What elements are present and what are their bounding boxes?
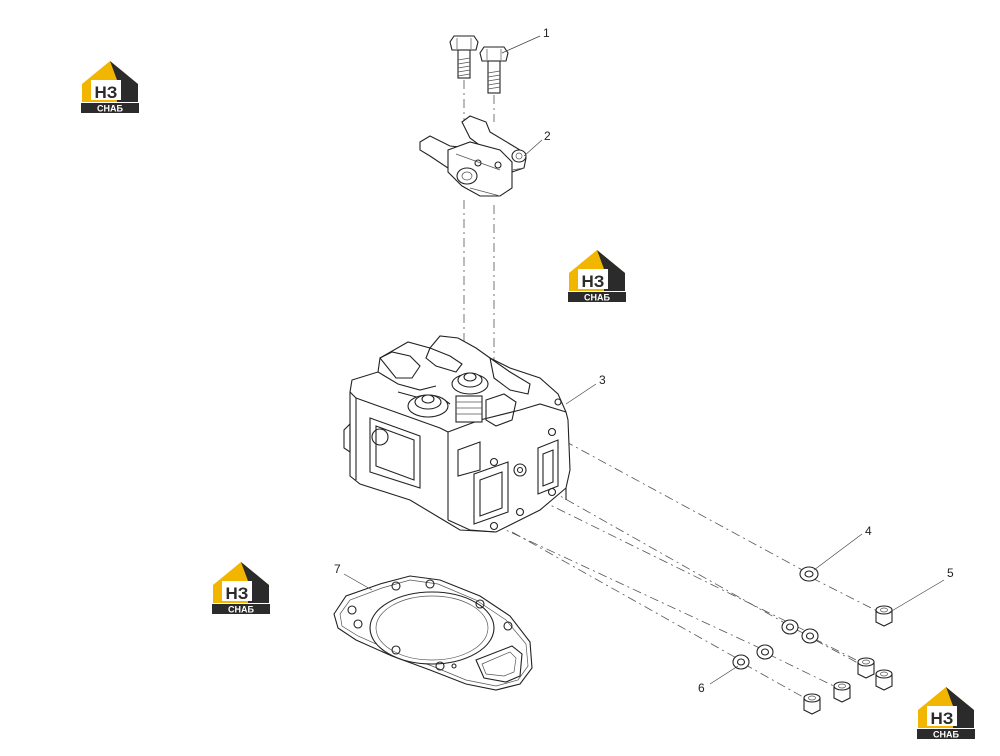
assembly-axis-lines (463, 80, 885, 703)
callout-6: 6 (698, 681, 705, 695)
callout-5: 5 (947, 566, 954, 580)
logo-caption: СНАБ (584, 293, 610, 303)
cylinder-head (343, 335, 571, 533)
logo-caption: СНАБ (97, 104, 123, 114)
logo-caption: СНАБ (228, 605, 254, 615)
logo-caption: СНАБ (933, 730, 959, 740)
nut-part-5 (803, 605, 893, 715)
callout-leaders (343, 35, 945, 685)
house-logo-icon: НЗ СНАБ (210, 559, 272, 615)
bolt-left (449, 35, 479, 79)
washer-part-4 (781, 566, 819, 644)
logo-letters: НЗ (226, 584, 249, 603)
house-logo-icon: НЗ СНАБ (79, 58, 141, 114)
callout-7: 7 (334, 562, 341, 576)
callout-3: 3 (599, 373, 606, 387)
rocker-arm-assembly (419, 115, 527, 197)
cylinder-head-gasket (333, 575, 533, 691)
logo-letters: НЗ (931, 709, 954, 728)
logo-letters: НЗ (582, 272, 605, 291)
logo-letters: НЗ (95, 83, 118, 102)
house-logo-icon: НЗ СНАБ (915, 684, 977, 740)
bolt-right (479, 46, 509, 94)
house-logo-icon: НЗ СНАБ (566, 247, 628, 303)
washer-part-6 (732, 644, 774, 670)
callout-labels: 1 2 3 4 5 6 7 (334, 26, 954, 695)
callout-1: 1 (543, 26, 550, 40)
callout-2: 2 (544, 129, 551, 143)
callout-4: 4 (865, 524, 872, 538)
